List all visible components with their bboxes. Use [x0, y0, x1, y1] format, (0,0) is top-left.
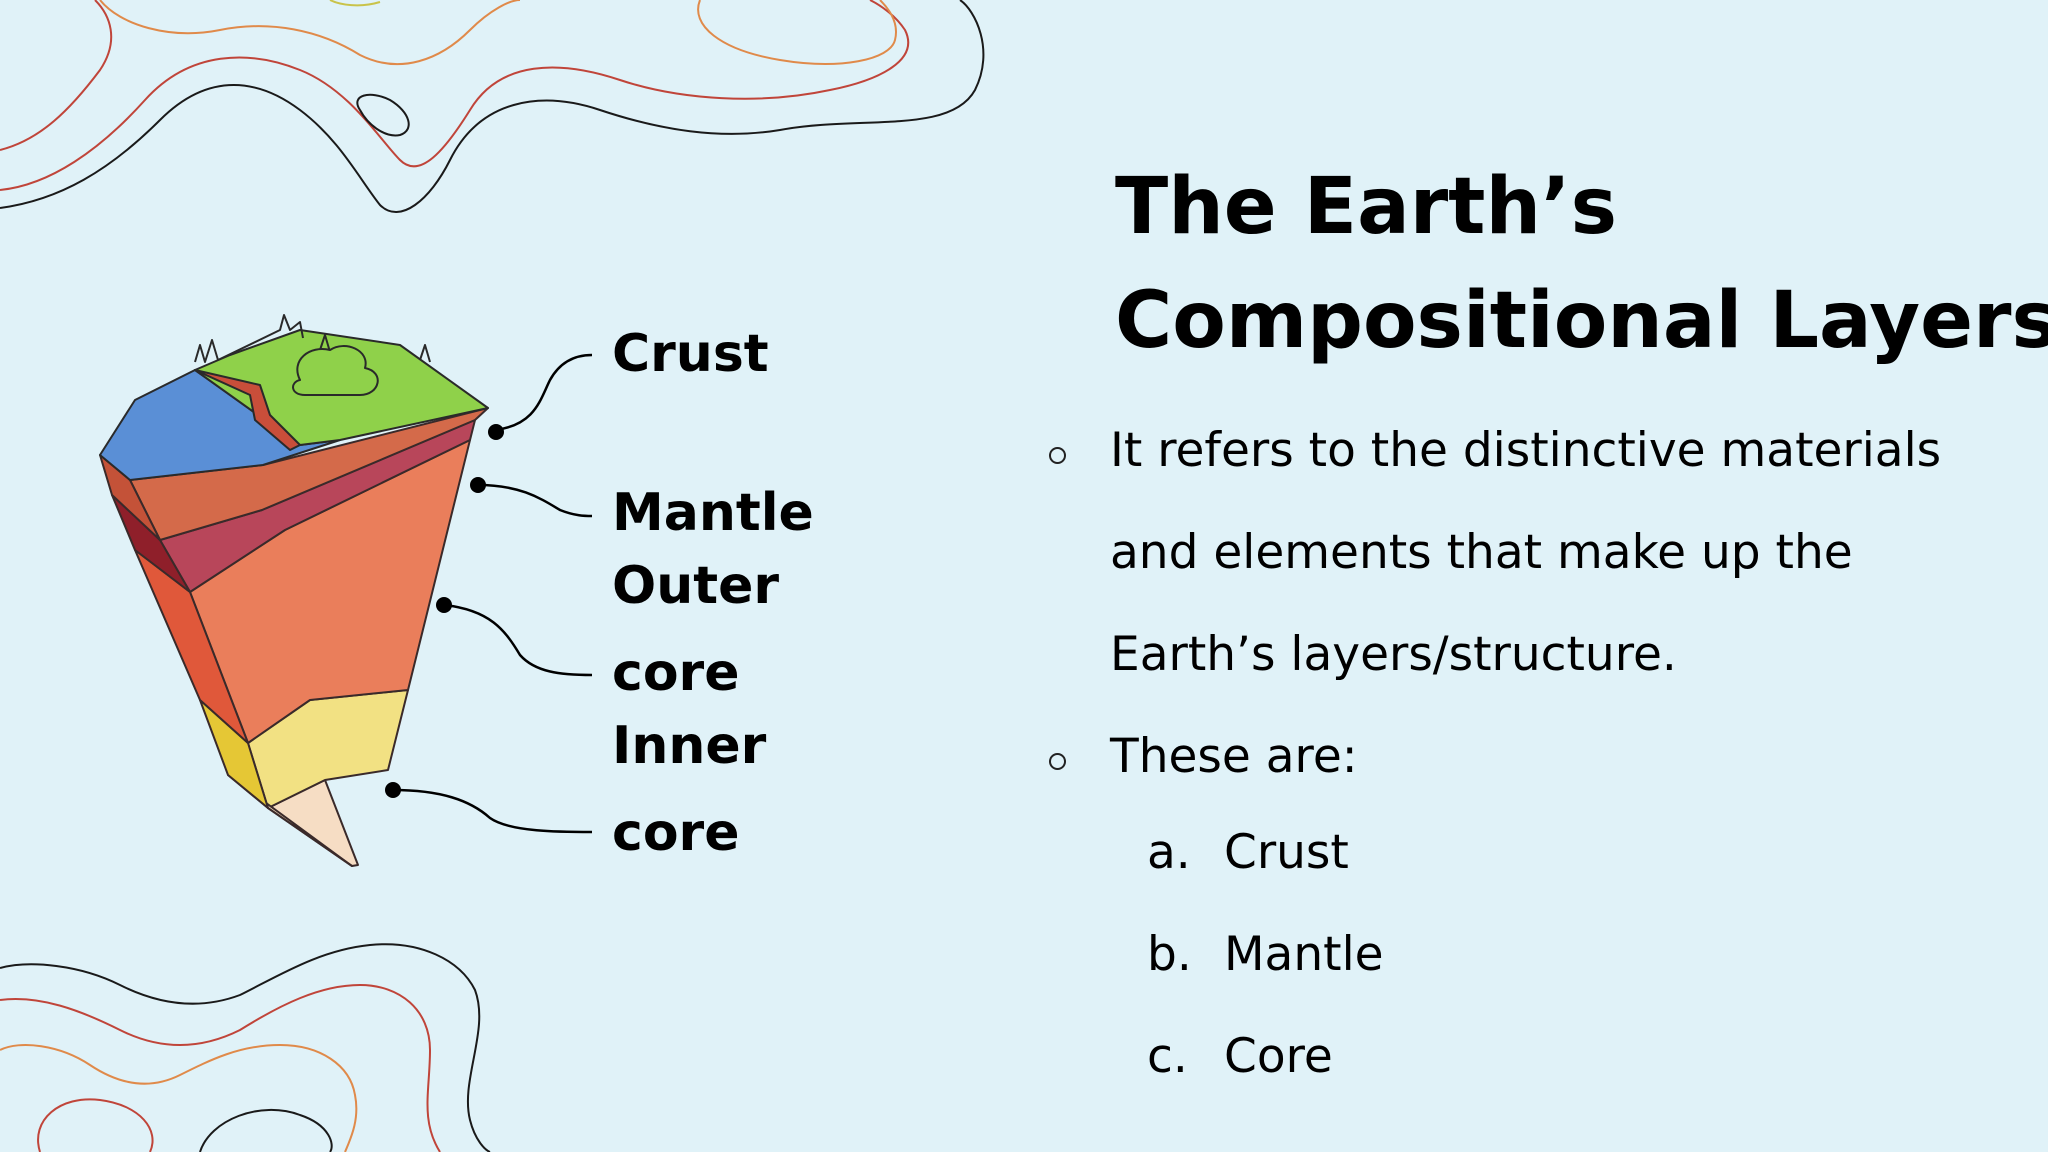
leader-mantle	[477, 483, 593, 518]
bullet-item: It refers to the distinctive materials a…	[1040, 400, 2000, 706]
leader-inner-core	[392, 788, 593, 834]
contour-line-top-1	[0, 0, 985, 213]
leader-crust	[494, 353, 593, 432]
sublist-letter: b.	[1147, 927, 1192, 982]
label-inner-core-line2: core	[612, 803, 740, 863]
contour-line-top-4	[697, 0, 897, 65]
label-outer-core-line2: core	[612, 643, 740, 703]
leader-dot-outer-core	[436, 597, 452, 613]
leader-outer-core	[443, 603, 593, 677]
contour-line-top-2	[0, 0, 910, 191]
bullet-line: and elements that make up the	[1110, 525, 1853, 580]
bullet-line: These are:	[1110, 729, 1358, 784]
circle-bullet-icon	[1049, 753, 1066, 770]
sublist-item: a. Crust	[1147, 802, 1384, 904]
sublist-letter: a.	[1147, 825, 1191, 880]
leader-dot-crust	[488, 424, 504, 440]
sublist-text: Crust	[1224, 825, 1349, 880]
contour-line-top-6	[329, 0, 381, 7]
sublist-item: c. Core	[1147, 1006, 1384, 1108]
circle-bullet-icon	[1049, 447, 1066, 464]
bush	[292, 345, 379, 396]
sublist-text: Mantle	[1224, 927, 1384, 982]
label-outer-core-line1: Outer	[612, 556, 779, 616]
contour-line-top-5	[356, 93, 410, 137]
contour-line-top-7	[0, 0, 113, 151]
contour-line-bottom-2	[0, 983, 441, 1152]
contour-line-bottom-4	[37, 1098, 154, 1152]
slide-title: The Earth’s Compositional Layers	[1115, 150, 2048, 378]
sublist-text: Core	[1224, 1029, 1333, 1084]
sublist-item: b. Mantle	[1147, 904, 1384, 1006]
title-line-1: The Earth’s	[1115, 162, 1618, 252]
bullet-line: It refers to the distinctive materials	[1110, 423, 1942, 478]
leader-dot-inner-core	[385, 782, 401, 798]
label-crust: Crust	[612, 324, 769, 384]
label-mantle: Mantle	[612, 483, 814, 543]
leader-dot-mantle	[470, 477, 486, 493]
contour-line-top-3	[99, 0, 521, 66]
grass-tufts	[194, 314, 431, 363]
label-inner-core-line1: Inner	[612, 716, 767, 776]
top-riverbank	[194, 369, 301, 451]
sublist-letter: c.	[1147, 1029, 1188, 1084]
contour-line-bottom-3	[0, 1043, 358, 1152]
bullet-list: It refers to the distinctive materials a…	[1040, 400, 2000, 808]
title-line-2: Compositional Layers	[1115, 276, 2048, 366]
contour-line-bottom-1	[0, 943, 491, 1152]
bullet-item: These are:	[1040, 706, 2000, 808]
layer-sublist: a. Crust b. Mantle c. Core	[1147, 802, 1384, 1108]
bullet-line: Earth’s layers/structure.	[1110, 627, 1677, 682]
contour-line-bottom-5	[199, 1108, 333, 1152]
